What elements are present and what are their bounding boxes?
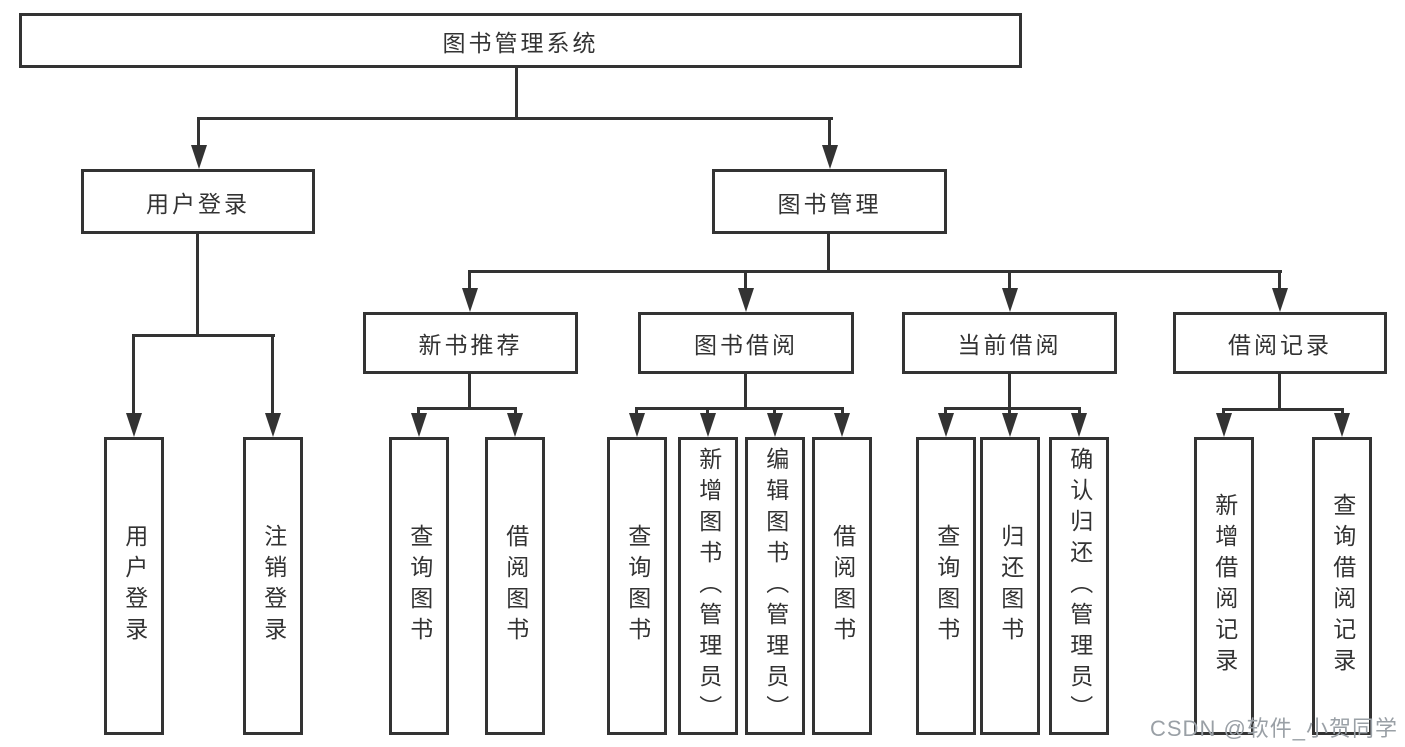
node-book-borrowing: 图书借阅 <box>638 312 854 374</box>
arrow-down-icon <box>1071 413 1087 437</box>
connector-line <box>417 407 517 410</box>
leaf-query-books-3-label: 查询图书 <box>933 524 960 648</box>
connector-line <box>1222 408 1225 417</box>
connector-line <box>514 407 517 417</box>
node-book-management: 图书管理 <box>712 169 947 234</box>
connector-line <box>468 270 1282 273</box>
arrow-down-icon <box>1002 288 1018 312</box>
connector-line <box>635 407 638 417</box>
connector-line <box>841 407 844 417</box>
arrow-down-icon <box>411 413 427 437</box>
connector-line <box>1078 407 1081 417</box>
leaf-query-borrow-record: 查询借阅记录 <box>1312 437 1372 735</box>
arrow-down-icon <box>738 288 754 312</box>
node-current-borrowing-label: 当前借阅 <box>957 332 1062 358</box>
leaf-query-books-3: 查询图书 <box>916 437 976 735</box>
leaf-borrow-books-2: 借阅图书 <box>812 437 872 735</box>
connector-line <box>132 334 135 415</box>
connector-line <box>827 232 830 273</box>
leaf-confirm-return-admin-label: 确认归还（管理员） <box>1066 446 1093 726</box>
arrow-down-icon <box>1216 413 1232 437</box>
leaf-query-books-2-label: 查询图书 <box>624 524 651 648</box>
connector-line <box>271 334 274 415</box>
connector-line <box>515 66 518 119</box>
node-new-book-recommend: 新书推荐 <box>363 312 578 374</box>
connector-line <box>1278 372 1281 411</box>
leaf-add-book-admin: 新增图书（管理员） <box>678 437 738 735</box>
leaf-query-borrow-record-label: 查询借阅记录 <box>1329 493 1356 679</box>
connector-line <box>417 407 420 417</box>
node-new-book-recommend-label: 新书推荐 <box>418 332 523 358</box>
connector-line <box>944 407 947 417</box>
connector-line <box>197 117 833 120</box>
arrow-down-icon <box>507 413 523 437</box>
leaf-query-books-1: 查询图书 <box>389 437 449 735</box>
connector-line <box>196 232 199 337</box>
leaf-borrow-books-1-label: 借阅图书 <box>502 524 529 648</box>
arrow-down-icon <box>1334 413 1350 437</box>
leaf-logout: 注销登录 <box>243 437 303 735</box>
connector-line <box>132 334 275 337</box>
leaf-borrow-books-2-label: 借阅图书 <box>829 524 856 648</box>
leaf-add-book-admin-label: 新增图书（管理员） <box>695 446 722 726</box>
connector-line <box>944 407 1081 410</box>
leaf-confirm-return-admin: 确认归还（管理员） <box>1049 437 1109 735</box>
leaf-add-borrow-record: 新增借阅记录 <box>1194 437 1254 735</box>
arrow-down-icon <box>265 413 281 437</box>
leaf-logout-label: 注销登录 <box>260 524 287 648</box>
csdn-watermark: CSDN @软件_小贺同学 <box>1150 716 1399 741</box>
connector-line <box>1008 407 1011 417</box>
leaf-query-books-1-label: 查询图书 <box>406 524 433 648</box>
connector-line <box>1341 408 1344 417</box>
leaf-return-books-label: 归还图书 <box>997 524 1024 648</box>
connector-line <box>1278 270 1281 290</box>
connector-line <box>828 117 831 147</box>
connector-line <box>706 407 709 417</box>
arrow-down-icon <box>462 288 478 312</box>
connector-line <box>744 270 747 290</box>
arrow-down-icon <box>1272 288 1288 312</box>
node-book-management-label: 图书管理 <box>777 190 882 217</box>
connector-line <box>744 372 747 410</box>
arrow-down-icon <box>767 413 783 437</box>
node-root-label: 图书管理系统 <box>442 29 599 56</box>
node-root: 图书管理系统 <box>19 13 1022 68</box>
node-borrowing-records-label: 借阅记录 <box>1228 332 1332 358</box>
arrow-down-icon <box>938 413 954 437</box>
arrow-down-icon <box>629 413 645 437</box>
node-borrowing-records: 借阅记录 <box>1173 312 1387 374</box>
node-current-borrowing: 当前借阅 <box>902 312 1117 374</box>
arrow-down-icon <box>834 413 850 437</box>
leaf-edit-book-admin: 编辑图书（管理员） <box>745 437 805 735</box>
leaf-return-books: 归还图书 <box>980 437 1040 735</box>
connector-line <box>468 372 471 410</box>
node-user-login-label: 用户登录 <box>146 190 250 217</box>
leaf-query-books-2: 查询图书 <box>607 437 667 735</box>
arrow-down-icon <box>191 145 207 169</box>
connector-line <box>1008 270 1011 290</box>
arrow-down-icon <box>700 413 716 437</box>
connector-line <box>197 117 200 147</box>
leaf-user-login-label: 用户登录 <box>121 524 148 648</box>
node-user-login: 用户登录 <box>81 169 315 234</box>
connector-line <box>1222 408 1344 411</box>
leaf-borrow-books-1: 借阅图书 <box>485 437 545 735</box>
arrow-down-icon <box>1002 413 1018 437</box>
connector-line <box>635 407 844 410</box>
connector-line <box>468 270 471 290</box>
leaf-add-borrow-record-label: 新增借阅记录 <box>1211 493 1238 679</box>
arrow-down-icon <box>126 413 142 437</box>
node-book-borrowing-label: 图书借阅 <box>694 332 798 358</box>
leaf-edit-book-admin-label: 编辑图书（管理员） <box>762 446 789 726</box>
leaf-user-login: 用户登录 <box>104 437 164 735</box>
connector-line <box>1008 372 1011 410</box>
arrow-down-icon <box>822 145 838 169</box>
connector-line <box>773 407 776 417</box>
